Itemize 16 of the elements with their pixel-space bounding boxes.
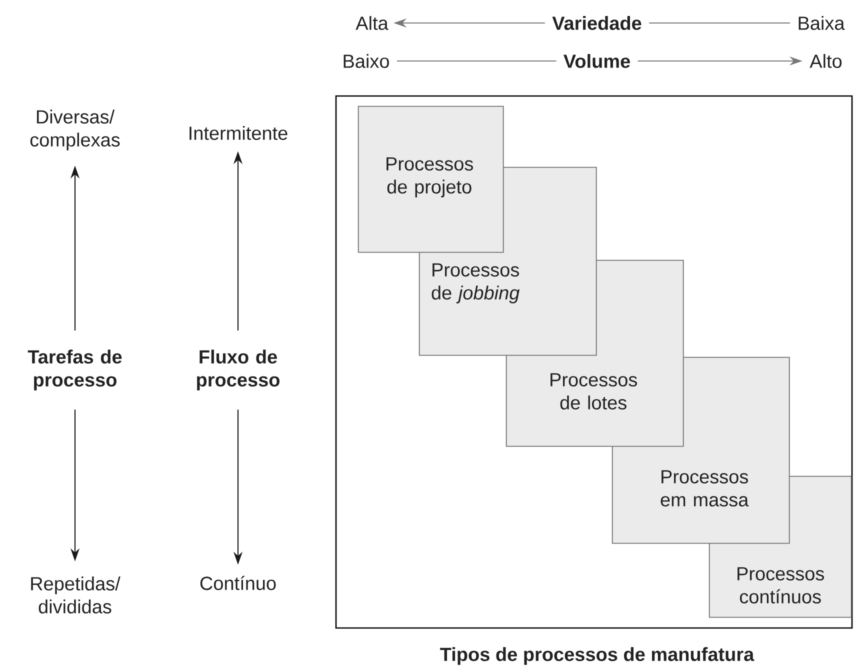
scale-label: Alta (356, 16, 388, 30)
scale-label: Intermitente (190, 126, 288, 140)
process-box: Processos de projeto (358, 106, 504, 253)
scale-label: Contínuo (200, 576, 276, 590)
axis-title: Tarefas de processo (28, 350, 122, 390)
scale-label: Repetidas/ divididas (31, 576, 120, 614)
scale-label: Diversas/ complexas (30, 110, 120, 150)
axis-title: Fluxo de processo (197, 350, 280, 390)
connector-line (396, 60, 556, 62)
axis-title: Variedade (552, 16, 642, 30)
scale-label: Alto (810, 54, 842, 68)
connector-line (649, 22, 790, 24)
node-label: Tipos de processos de manufatura (440, 647, 754, 665)
scale-label: Baixa (798, 16, 845, 30)
scale-label: Baixo (344, 54, 389, 68)
axis-title: Volume (564, 54, 630, 68)
